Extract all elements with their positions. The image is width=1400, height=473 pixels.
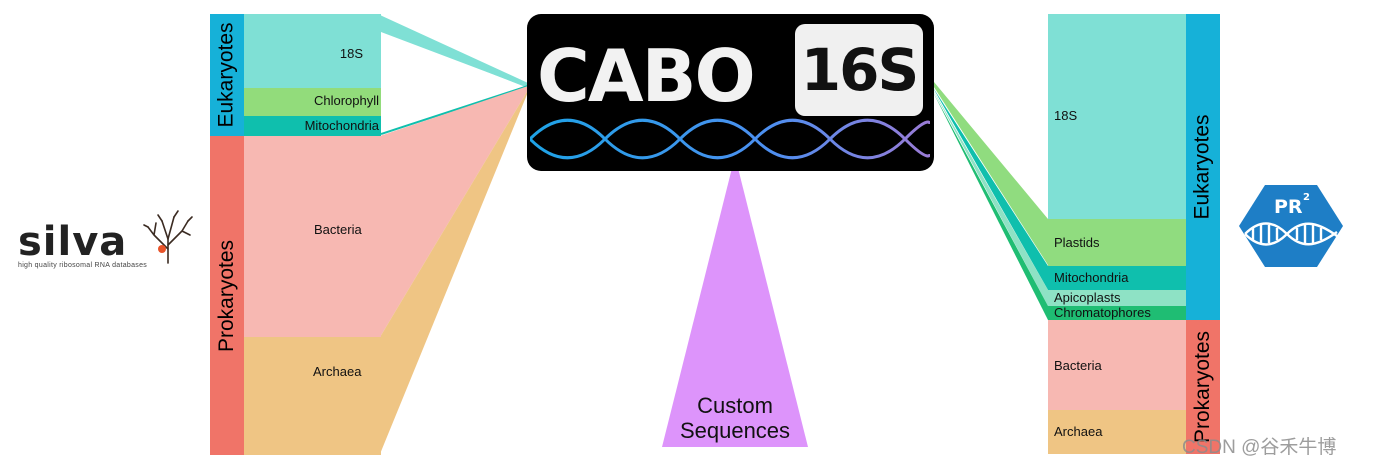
pr2-segment-apicoplasts: Apicoplasts <box>1048 290 1186 306</box>
pr2-segment-bacteria: Bacteria <box>1048 320 1186 410</box>
silva-logo: silva high quality ribosomal RNA databas… <box>18 210 198 275</box>
silva-tagline: high quality ribosomal RNA databases <box>18 262 148 269</box>
dna-helix-icon <box>1244 222 1338 246</box>
custom-sequences-label: Custom Sequences <box>640 393 830 443</box>
cabo-16s-logo: CABO 16S <box>527 14 934 171</box>
pr2-prokaryotes-band: Prokaryotes <box>1186 320 1220 454</box>
flow-mito-pr2-to-cabo <box>932 86 1048 290</box>
silva-eukaryotes-band: Eukaryotes <box>210 14 244 136</box>
flow-18s-lower-to-cabo <box>379 28 529 88</box>
silva-segment-bacteria: Bacteria <box>244 136 381 337</box>
silva-eukaryotes-label: Eukaryotes <box>215 22 238 128</box>
silva-logo-word: silva <box>18 219 128 265</box>
silva-prokaryotes-label: Prokaryotes <box>215 239 239 352</box>
flow-apico-to-cabo <box>932 88 1048 306</box>
flow-archaea-to-cabo <box>380 90 528 454</box>
pr2-segment-plastids-label: Plastids <box>1054 235 1100 250</box>
pr2-prokaryotes-label: Prokaryotes <box>1191 330 1215 444</box>
pr2-segment-archaea-label: Archaea <box>1054 424 1103 439</box>
pr2-segment-chromatophores-label: Chromatophores <box>1054 305 1151 320</box>
silva-segment-bacteria-label: Bacteria <box>314 222 362 237</box>
watermark: CSDN @谷禾牛博 <box>1182 437 1337 458</box>
silva-segment-chlorophyll-label: Chlorophyll <box>313 93 379 108</box>
silva-segment-archaea-label: Archaea <box>313 364 362 379</box>
flow-bacteria-to-cabo <box>380 86 528 337</box>
pr2-hexagon-icon <box>1239 185 1343 267</box>
silva-prokaryotes-band: Prokaryotes <box>210 136 244 455</box>
pr2-logo: PR 2 <box>1239 184 1343 268</box>
pr2-segment-mitochondria-label: Mitochondria <box>1054 270 1129 285</box>
dna-helix-icon <box>530 118 930 160</box>
flow-plastids-to-cabo <box>932 82 1048 265</box>
pr2-segment-mitochondria: Mitochondria <box>1048 266 1186 290</box>
pr2-logo-superscript: 2 <box>1303 192 1310 203</box>
silva-segment-18s: 18S <box>244 14 381 88</box>
flow-18s-to-cabo <box>380 15 528 88</box>
pr2-eukaryotes-label: Eukaryotes <box>1191 114 1214 220</box>
silva-segment-18s-label: 18S <box>339 46 363 61</box>
pr2-eukaryotes-band: Eukaryotes <box>1186 14 1220 320</box>
cabo-logo-word: CABO <box>537 34 756 118</box>
silva-segment-archaea: Archaea <box>244 337 381 455</box>
custom-sequences-line2: Sequences <box>679 418 791 443</box>
flow-chromato-to-cabo <box>932 90 1048 320</box>
pr2-segment-18s: 18S <box>1048 14 1186 219</box>
pr2-segment-chromatophores: Chromatophores <box>1048 305 1186 320</box>
custom-sequences-shape <box>662 168 808 447</box>
silva-segment-mitochondria: Mitochondria <box>244 116 381 136</box>
silva-segment-mitochondria-label: Mitochondria <box>304 118 379 133</box>
silva-segment-chlorophyll: Chlorophyll <box>244 88 381 116</box>
tree-icon <box>143 210 193 264</box>
cabo-16s-badge: 16S <box>795 24 923 116</box>
cabo-16s-badge-text: 16S <box>800 36 919 104</box>
pr2-segment-bacteria-label: Bacteria <box>1054 358 1102 373</box>
custom-sequences-line1: Custom <box>697 393 773 418</box>
pr2-logo-word: PR <box>1274 196 1303 218</box>
pr2-segment-plastids: Plastids <box>1048 219 1186 266</box>
pr2-segment-archaea: Archaea <box>1048 410 1186 454</box>
pr2-segment-apicoplasts-label: Apicoplasts <box>1054 290 1121 305</box>
pr2-segment-18s-label: 18S <box>1054 108 1078 123</box>
